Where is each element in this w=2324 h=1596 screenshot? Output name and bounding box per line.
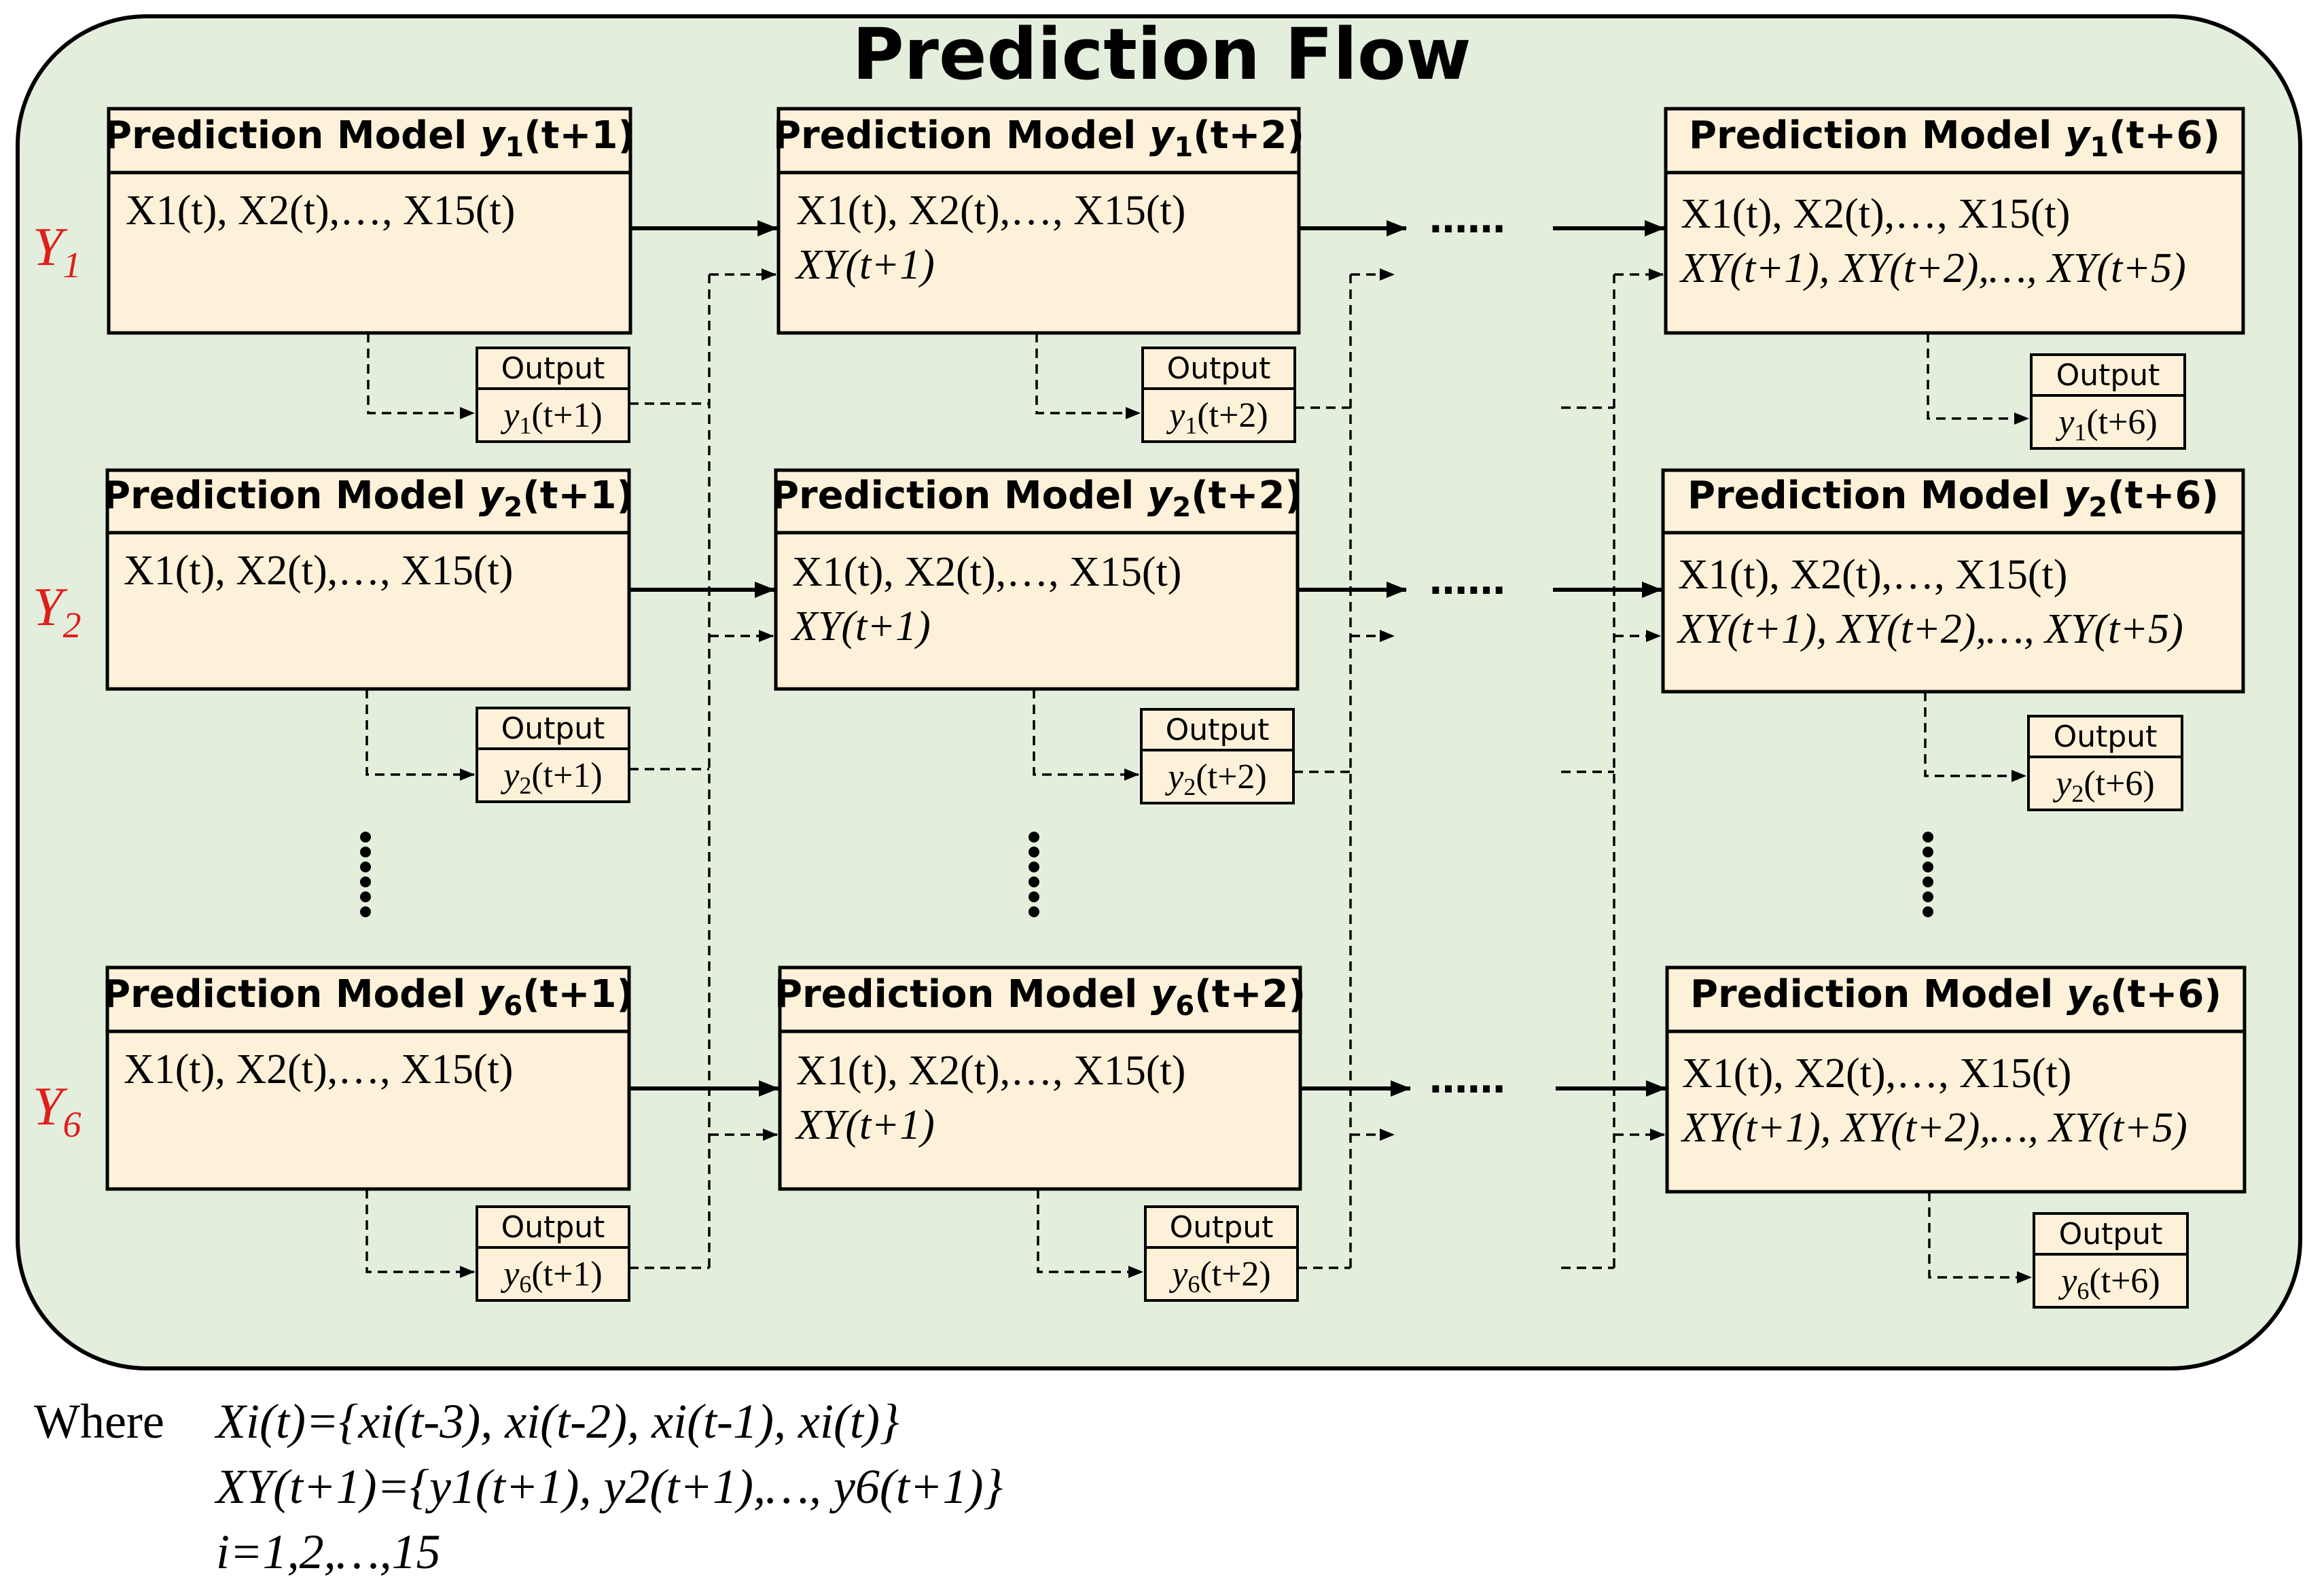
model-inputs: X1(t), X2(t),…, X15(t) — [792, 549, 1181, 595]
model-box-y6-t2: Prediction Model y6(t+2) X1(t), X2(t),…,… — [774, 965, 1306, 1191]
model-inputs: X1(t), X2(t),…, X15(t) — [1678, 552, 2067, 598]
svg-text:Output: Output — [501, 711, 605, 746]
svg-text:y1(t+2): y1(t+2) — [1166, 396, 1268, 439]
model-inputs-xy: XY(t+1), XY(t+2),…, XY(t+5) — [1679, 245, 2186, 291]
svg-text:y2(t+6): y2(t+6) — [2052, 764, 2155, 807]
where-line-1: Xi(t)={xi(t-3), xi(t-2), xi(t-1), xi(t)} — [214, 1394, 899, 1449]
output-box-y2-t1: Output y2(t+1) — [476, 707, 630, 803]
model-to-output-connectors — [365, 333, 2032, 1283]
feedback-bus-col3 — [1561, 268, 1665, 1269]
svg-text:Output: Output — [501, 1210, 605, 1245]
model-header: Prediction Model y6(t+1) — [103, 972, 634, 1022]
model-header: Prediction Model y1(t+1) — [104, 113, 635, 163]
model-inputs: X1(t), X2(t),…, X15(t) — [1682, 1050, 2071, 1097]
svg-text:Output: Output — [1167, 351, 1271, 386]
model-header: Prediction Model y2(t+1) — [103, 474, 634, 523]
output-box-y6-t1: Output y6(t+1) — [476, 1205, 630, 1302]
feedback-bus-col1 — [629, 268, 778, 1269]
svg-text:Output: Output — [2056, 358, 2160, 393]
output-box-y1-t6: Output y1(t+6) — [2030, 353, 2186, 450]
row-label-y1: Y1 — [33, 217, 82, 285]
svg-text:Output: Output — [1170, 1210, 1274, 1245]
model-header: Prediction Model y2(t+6) — [1687, 474, 2219, 523]
model-box-y1-t2: Prediction Model y1(t+2) X1(t), X2(t),…,… — [773, 107, 1304, 335]
model-box-y2-t1: Prediction Model y2(t+1) X1(t), X2(t),…,… — [103, 468, 634, 691]
model-inputs-xy: XY(t+1) — [790, 603, 931, 650]
row-label-y6: Y6 — [33, 1077, 82, 1145]
where-line-3: i=1,2,…,15 — [216, 1525, 441, 1579]
model-inputs: X1(t), X2(t),…, X15(t) — [124, 1046, 513, 1093]
svg-text:Y2: Y2 — [33, 578, 82, 645]
svg-text:Y1: Y1 — [33, 217, 82, 285]
svg-text:y6(t+1): y6(t+1) — [500, 1255, 603, 1298]
model-header: Prediction Model y6(t+2) — [774, 972, 1306, 1022]
model-header: Prediction Model y1(t+2) — [773, 113, 1304, 163]
model-inputs: X1(t), X2(t),…, X15(t) — [796, 188, 1185, 234]
feedback-bus-col2 — [1293, 268, 1395, 1269]
model-header: Prediction Model y1(t+6) — [1689, 113, 2220, 163]
where-line-2: XY(t+1)={y1(t+1), y2(t+1),…, y6(t+1)} — [214, 1459, 1003, 1514]
definitions-block: Where Xi(t)={xi(t-3), xi(t-2), xi(t-1), … — [34, 1394, 1003, 1579]
model-box-y1-t1: Prediction Model y1(t+1) X1(t), X2(t),…,… — [104, 107, 635, 335]
model-header: Prediction Model y6(t+6) — [1690, 972, 2221, 1022]
svg-text:Output: Output — [2059, 1217, 2163, 1252]
model-inputs-xy: XY(t+1), XY(t+2),…, XY(t+5) — [1676, 606, 2183, 652]
model-box-y2-t6: Prediction Model y2(t+6) X1(t), X2(t),…,… — [1661, 468, 2245, 694]
vertical-ellipsis-col2 — [1029, 832, 1039, 917]
model-inputs: X1(t), X2(t),…, X15(t) — [124, 548, 513, 594]
output-box-y1-t2: Output y1(t+2) — [1141, 347, 1296, 443]
svg-text:y6(t+2): y6(t+2) — [1168, 1255, 1271, 1298]
model-box-y1-t6: Prediction Model y1(t+6) X1(t), X2(t),…,… — [1664, 107, 2245, 335]
solid-flow-arrows — [629, 220, 1666, 1097]
svg-text:……: …… — [1429, 198, 1505, 242]
svg-text:……: …… — [1429, 1058, 1505, 1102]
connector-ellipsis-row6: …… — [1429, 1058, 1505, 1102]
output-box-y2-t2: Output y2(t+2) — [1140, 708, 1295, 804]
connector-ellipsis-row2: …… — [1429, 559, 1505, 603]
svg-text:Output: Output — [501, 351, 605, 386]
svg-text:y1(t+6): y1(t+6) — [2055, 403, 2158, 446]
model-inputs-xy: XY(t+1) — [794, 242, 935, 288]
model-inputs-xy: XY(t+1) — [794, 1102, 935, 1148]
row-label-y2: Y2 — [33, 578, 82, 645]
model-inputs: X1(t), X2(t),…, X15(t) — [126, 188, 515, 234]
output-box-y1-t1: Output y1(t+1) — [476, 347, 630, 443]
svg-text:Y6: Y6 — [33, 1077, 82, 1145]
model-inputs-xy: XY(t+1), XY(t+2),…, XY(t+5) — [1680, 1105, 2187, 1151]
svg-text:Output: Output — [1166, 713, 1270, 747]
svg-text:y2(t+2): y2(t+2) — [1164, 758, 1267, 800]
output-box-y6-t6: Output y6(t+6) — [2033, 1212, 2189, 1309]
svg-text:y2(t+1): y2(t+1) — [500, 756, 603, 799]
svg-text:Output: Output — [2054, 720, 2158, 754]
model-box-y6-t6: Prediction Model y6(t+6) X1(t), X2(t),…,… — [1665, 965, 2247, 1194]
svg-text:y6(t+6): y6(t+6) — [2058, 1262, 2160, 1305]
diagram-title: Prediction Flow — [852, 13, 1471, 96]
output-box-y2-t6: Output y2(t+6) — [2027, 715, 2183, 811]
connector-ellipsis-row1: …… — [1429, 198, 1505, 242]
vertical-ellipsis-col3 — [1923, 832, 1933, 917]
output-box-y6-t2: Output y6(t+2) — [1144, 1205, 1299, 1302]
svg-text:y1(t+1): y1(t+1) — [500, 396, 603, 439]
model-inputs: X1(t), X2(t),…, X15(t) — [1681, 191, 2070, 237]
model-box-y2-t2: Prediction Model y2(t+2) X1(t), X2(t),…,… — [771, 468, 1302, 691]
model-box-y6-t1: Prediction Model y6(t+1) X1(t), X2(t),…,… — [103, 965, 634, 1191]
where-label: Where — [34, 1394, 164, 1449]
vertical-ellipsis-col1 — [360, 832, 371, 917]
svg-text:……: …… — [1429, 559, 1505, 603]
model-header: Prediction Model y2(t+2) — [771, 474, 1302, 523]
model-inputs: X1(t), X2(t),…, X15(t) — [796, 1048, 1185, 1094]
